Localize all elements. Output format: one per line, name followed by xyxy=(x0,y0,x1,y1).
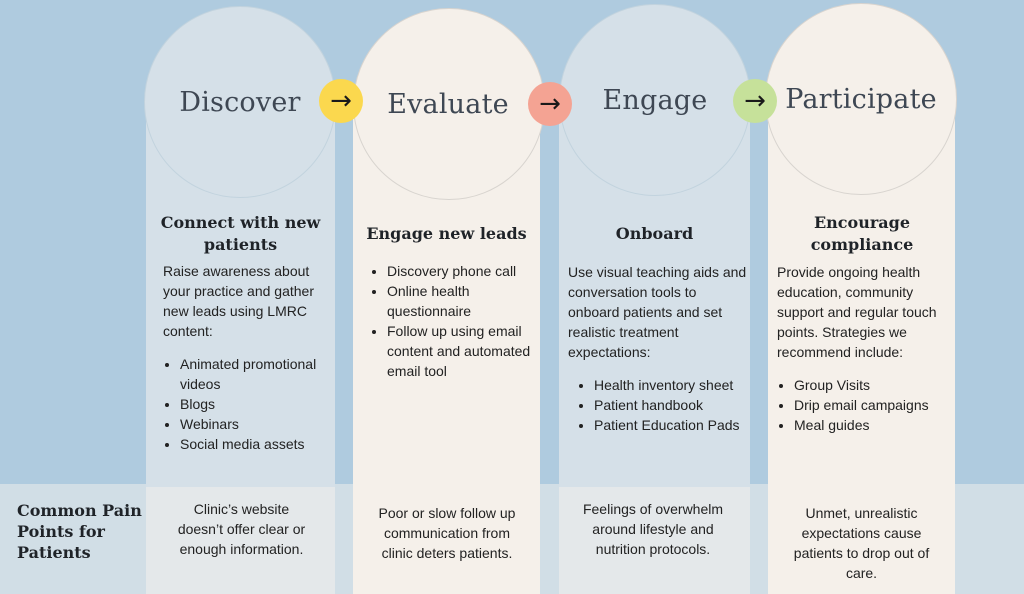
stage-title: Participate xyxy=(785,83,937,115)
bullet-item: Online health questionnaire xyxy=(387,281,538,321)
stage-circle-engage: Engage xyxy=(559,4,751,196)
pain-point-engage: Feelings of overwhelm around lifestyle a… xyxy=(582,501,724,557)
stage-circle-discover: Discover xyxy=(144,6,336,198)
bullet-item: Patient Education Pads xyxy=(594,415,748,435)
stage-title: Engage xyxy=(602,84,708,116)
bullet-item: Social media assets xyxy=(180,434,333,454)
arrow-glyph: → xyxy=(330,86,352,116)
stage-bullets: Health inventory sheet Patient handbook … xyxy=(568,375,748,435)
stage-bullets: Group Visits Drip email campaigns Meal g… xyxy=(777,375,953,435)
pain-point-discover: Clinic’s website doesn’t offer clear or … xyxy=(177,501,306,557)
pain-cell-participate xyxy=(768,487,955,594)
pain-cell-engage xyxy=(559,487,750,594)
arrow-right-icon: → xyxy=(319,79,363,123)
bullet-item: Drip email campaigns xyxy=(794,395,953,415)
stage-body-discover: Raise awareness about your practice and … xyxy=(163,261,333,454)
stage-intro: Use visual teaching aids and conversatio… xyxy=(568,264,747,360)
stage-heading: Onboard xyxy=(615,224,694,243)
arrow-right-icon: → xyxy=(733,79,777,123)
pain-point-evaluate: Poor or slow follow up communication fro… xyxy=(378,505,516,561)
arrow-glyph: → xyxy=(744,86,766,116)
pain-point-participate: Unmet, unrealistic expectations cause pa… xyxy=(793,505,930,581)
bullet-item: Health inventory sheet xyxy=(594,375,748,395)
bullet-item: Animated promotional videos xyxy=(180,354,333,394)
stage-circle-participate: Participate xyxy=(765,3,957,195)
stage-circle-evaluate: Evaluate xyxy=(353,8,545,200)
bullet-item: Webinars xyxy=(180,414,333,434)
stage-heading: Encourage compliance xyxy=(810,213,914,254)
arrow-glyph: → xyxy=(539,89,561,119)
stage-title: Discover xyxy=(179,86,301,118)
bullet-item: Patient handbook xyxy=(594,395,748,415)
bullet-item: Blogs xyxy=(180,394,333,414)
bullet-item: Discovery phone call xyxy=(387,261,538,281)
stage-body-participate: Provide ongoing health education, commun… xyxy=(777,262,953,435)
stage-bullets: Discovery phone call Online health quest… xyxy=(370,261,538,381)
stage-bullets: Animated promotional videos Blogs Webina… xyxy=(163,354,333,454)
pain-cell-discover xyxy=(146,487,335,594)
stage-body-engage: Use visual teaching aids and conversatio… xyxy=(568,262,748,435)
pain-points-label: Common Pain Points for Patients xyxy=(17,501,142,562)
arrow-right-icon: → xyxy=(528,82,572,126)
stage-heading: Engage new leads xyxy=(366,224,527,243)
bullet-item: Follow up using email content and automa… xyxy=(387,321,538,381)
bullet-item: Group Visits xyxy=(794,375,953,395)
stage-title: Evaluate xyxy=(387,88,509,120)
pain-cell-evaluate xyxy=(353,487,540,594)
stage-intro: Raise awareness about your practice and … xyxy=(163,263,314,339)
stage-heading: Connect with new patients xyxy=(160,213,321,254)
stage-intro: Provide ongoing health education, commun… xyxy=(777,264,937,360)
stage-body-evaluate: Discovery phone call Online health quest… xyxy=(370,261,538,381)
bullet-item: Meal guides xyxy=(794,415,953,435)
